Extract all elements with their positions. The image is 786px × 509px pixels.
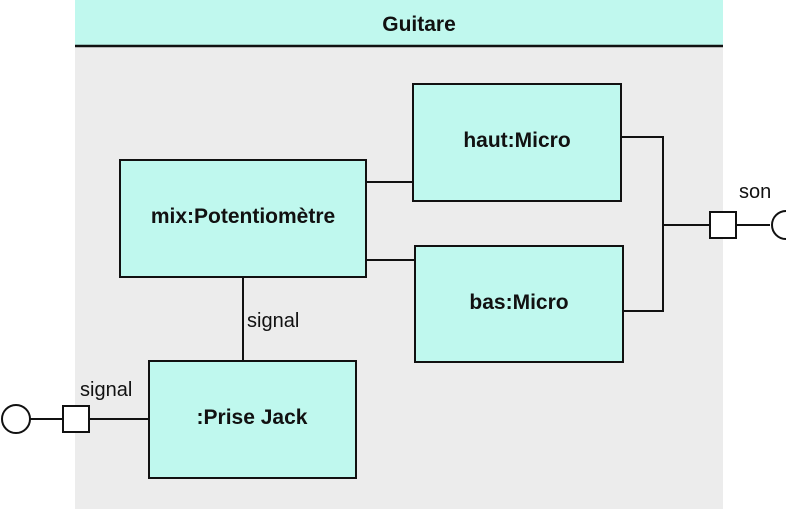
signal-port <box>62 405 90 433</box>
block-title: Guitare <box>382 13 456 36</box>
signal-external-label: signal <box>80 379 132 401</box>
part-mix-potentiometre: mix:Potentiomètre <box>119 159 367 278</box>
son-port <box>709 211 737 239</box>
signal-internal-label: signal <box>247 310 299 332</box>
part-jack-label: :Prise Jack <box>197 406 308 429</box>
block-header <box>75 0 723 46</box>
part-bas-micro: bas:Micro <box>414 245 624 363</box>
provided-interface-circle <box>1 404 31 434</box>
part-haut-label: haut:Micro <box>463 129 570 152</box>
part-haut-micro: haut:Micro <box>412 83 622 202</box>
required-interface-socket <box>771 210 786 240</box>
part-bas-label: bas:Micro <box>469 291 568 314</box>
son-label: son <box>739 181 771 203</box>
part-mix-label: mix:Potentiomètre <box>151 205 335 228</box>
part-prise-jack: :Prise Jack <box>148 360 357 479</box>
